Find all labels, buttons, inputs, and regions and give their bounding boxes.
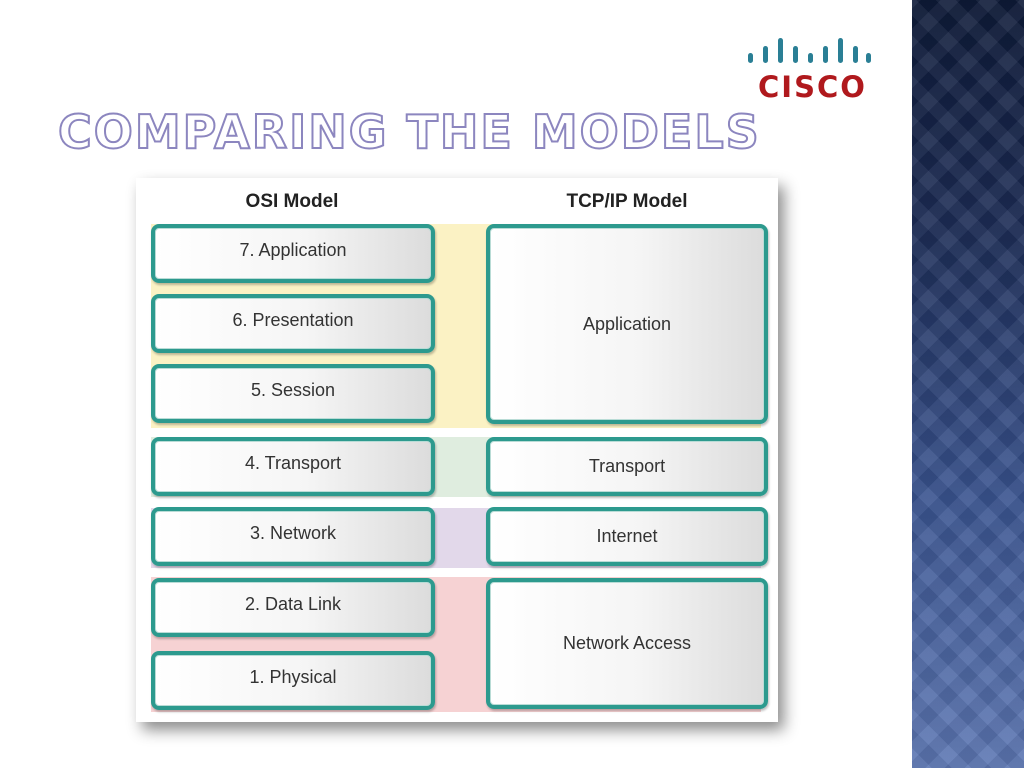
tcpip-layer-label: Application xyxy=(582,313,672,334)
osi-layer-label: 1. Physical xyxy=(249,667,337,687)
osi-layer-label: 3. Network xyxy=(249,523,337,543)
osi-layer-session: 5. Session xyxy=(151,364,435,423)
tcpip-layer-application: Application xyxy=(486,224,768,424)
tcpip-layer-label: Transport xyxy=(588,456,666,476)
osi-layer-network: 3. Network xyxy=(151,507,435,566)
osi-layer-physical: 1. Physical xyxy=(151,651,435,710)
osi-layer-label: 5. Session xyxy=(250,380,336,400)
tcpip-layer-label: Network Access xyxy=(562,633,692,653)
decorative-side-band xyxy=(912,0,1024,768)
osi-layer-transport: 4. Transport xyxy=(151,437,435,496)
tcpip-layer-transport: Transport xyxy=(486,437,768,496)
osi-tcpip-diagram: OSI Model TCP/IP Model 7. Application 6.… xyxy=(136,178,778,722)
slide-title: Comparing the Models xyxy=(57,104,761,160)
osi-model-heading: OSI Model xyxy=(245,191,339,212)
tcpip-layer-label: Internet xyxy=(596,526,658,546)
tcpip-model-heading: TCP/IP Model xyxy=(566,191,688,212)
osi-layer-label: 2. Data Link xyxy=(244,594,342,614)
osi-layer-data-link: 2. Data Link xyxy=(151,578,435,637)
osi-layer-label: 4. Transport xyxy=(244,453,342,473)
osi-layer-presentation: 6. Presentation xyxy=(151,294,435,353)
cisco-logo: CISCO xyxy=(744,36,872,104)
osi-layer-application: 7. Application xyxy=(151,224,435,283)
osi-layer-label: 6. Presentation xyxy=(232,310,354,330)
tcpip-layer-internet: Internet xyxy=(486,507,768,566)
tcpip-layer-network-access: Network Access xyxy=(486,578,768,709)
osi-layer-label: 7. Application xyxy=(239,240,347,260)
cisco-bars-icon xyxy=(748,38,871,63)
cisco-wordmark: CISCO xyxy=(758,70,867,104)
